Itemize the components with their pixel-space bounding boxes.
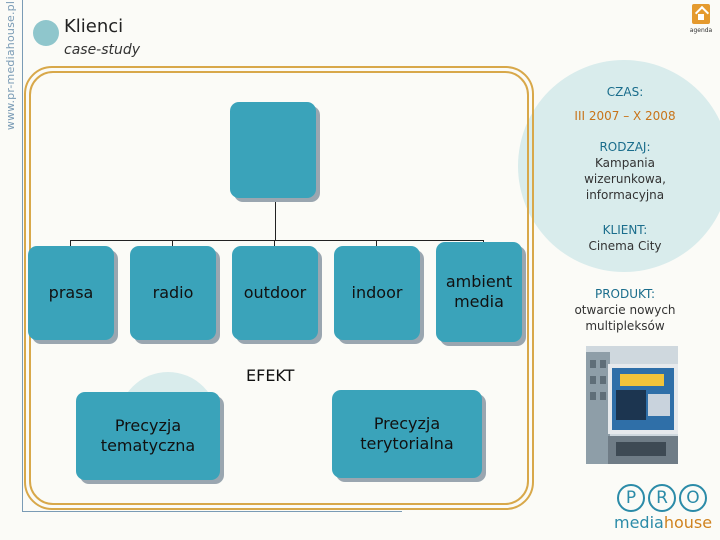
- diagram-frame-outer: [24, 66, 534, 510]
- page-title: Klienci: [64, 16, 124, 37]
- building-photo: [586, 346, 678, 464]
- site-url-text[interactable]: www.pr-mediahouse.pl: [4, 0, 18, 130]
- info-time: CZAS: III 2007 – X 2008: [560, 84, 690, 124]
- connector-vertical-top: [275, 198, 276, 240]
- effect-box-territorial[interactable]: Precyzja terytorialna: [332, 390, 482, 478]
- agenda-label: agenda: [689, 27, 713, 34]
- pro-mediahouse-logo[interactable]: P R O mediahouse: [614, 484, 713, 538]
- effect-box-thematic[interactable]: Precyzja tematyczna: [76, 392, 220, 480]
- info-client: KLIENT: Cinema City: [560, 222, 690, 254]
- bottom-divider: [22, 511, 402, 512]
- channel-box-prasa[interactable]: prasa: [28, 246, 114, 340]
- connector-drop-2: [172, 240, 173, 248]
- channel-box-indoor[interactable]: indoor: [334, 246, 420, 340]
- time-label: CZAS:: [606, 85, 644, 99]
- logo-letter-r: R: [648, 484, 676, 512]
- page-subtitle: case-study: [64, 42, 141, 58]
- home-icon: [692, 4, 710, 24]
- client-value: Cinema City: [588, 239, 662, 253]
- connector-horizontal: [70, 240, 484, 241]
- channel-box-outdoor[interactable]: outdoor: [232, 246, 318, 340]
- agenda-button[interactable]: agenda: [686, 4, 716, 36]
- channel-box-radio[interactable]: radio: [130, 246, 216, 340]
- site-url-vertical[interactable]: www.pr-mediahouse.pl: [2, 0, 20, 130]
- info-type: RODZAJ: Kampania wizerunkowa, informacyj…: [560, 139, 690, 203]
- connector-drop-3: [274, 240, 275, 248]
- channel-box-ambient[interactable]: ambient media: [436, 242, 522, 342]
- type-label: RODZAJ:: [599, 140, 651, 154]
- info-product: PRODUKT: otwarcie nowych multipleksów: [560, 286, 690, 334]
- logo-letter-o: O: [679, 484, 707, 512]
- connector-drop-4: [376, 240, 377, 248]
- building-photo-graphic: [586, 346, 678, 464]
- type-value: Kampania wizerunkowa, informacyjna: [584, 156, 666, 202]
- product-label: PRODUKT:: [594, 287, 656, 301]
- logo-media: media: [614, 513, 664, 532]
- left-divider: [22, 0, 23, 512]
- org-top-box[interactable]: [230, 102, 316, 198]
- client-label: KLIENT:: [602, 223, 648, 237]
- effect-heading: EFEKT: [246, 366, 295, 385]
- logo-house: house: [663, 513, 713, 532]
- time-value: III 2007 – X 2008: [574, 109, 676, 123]
- logo-letter-p: P: [617, 484, 645, 512]
- product-value: otwarcie nowych multipleksów: [574, 303, 676, 333]
- connector-drop-1: [70, 240, 71, 248]
- logo-mediahouse: mediahouse: [614, 513, 713, 532]
- title-bullet-icon: [33, 20, 59, 46]
- decorative-circle-large: [518, 60, 720, 272]
- logo-pro: P R O: [614, 484, 710, 512]
